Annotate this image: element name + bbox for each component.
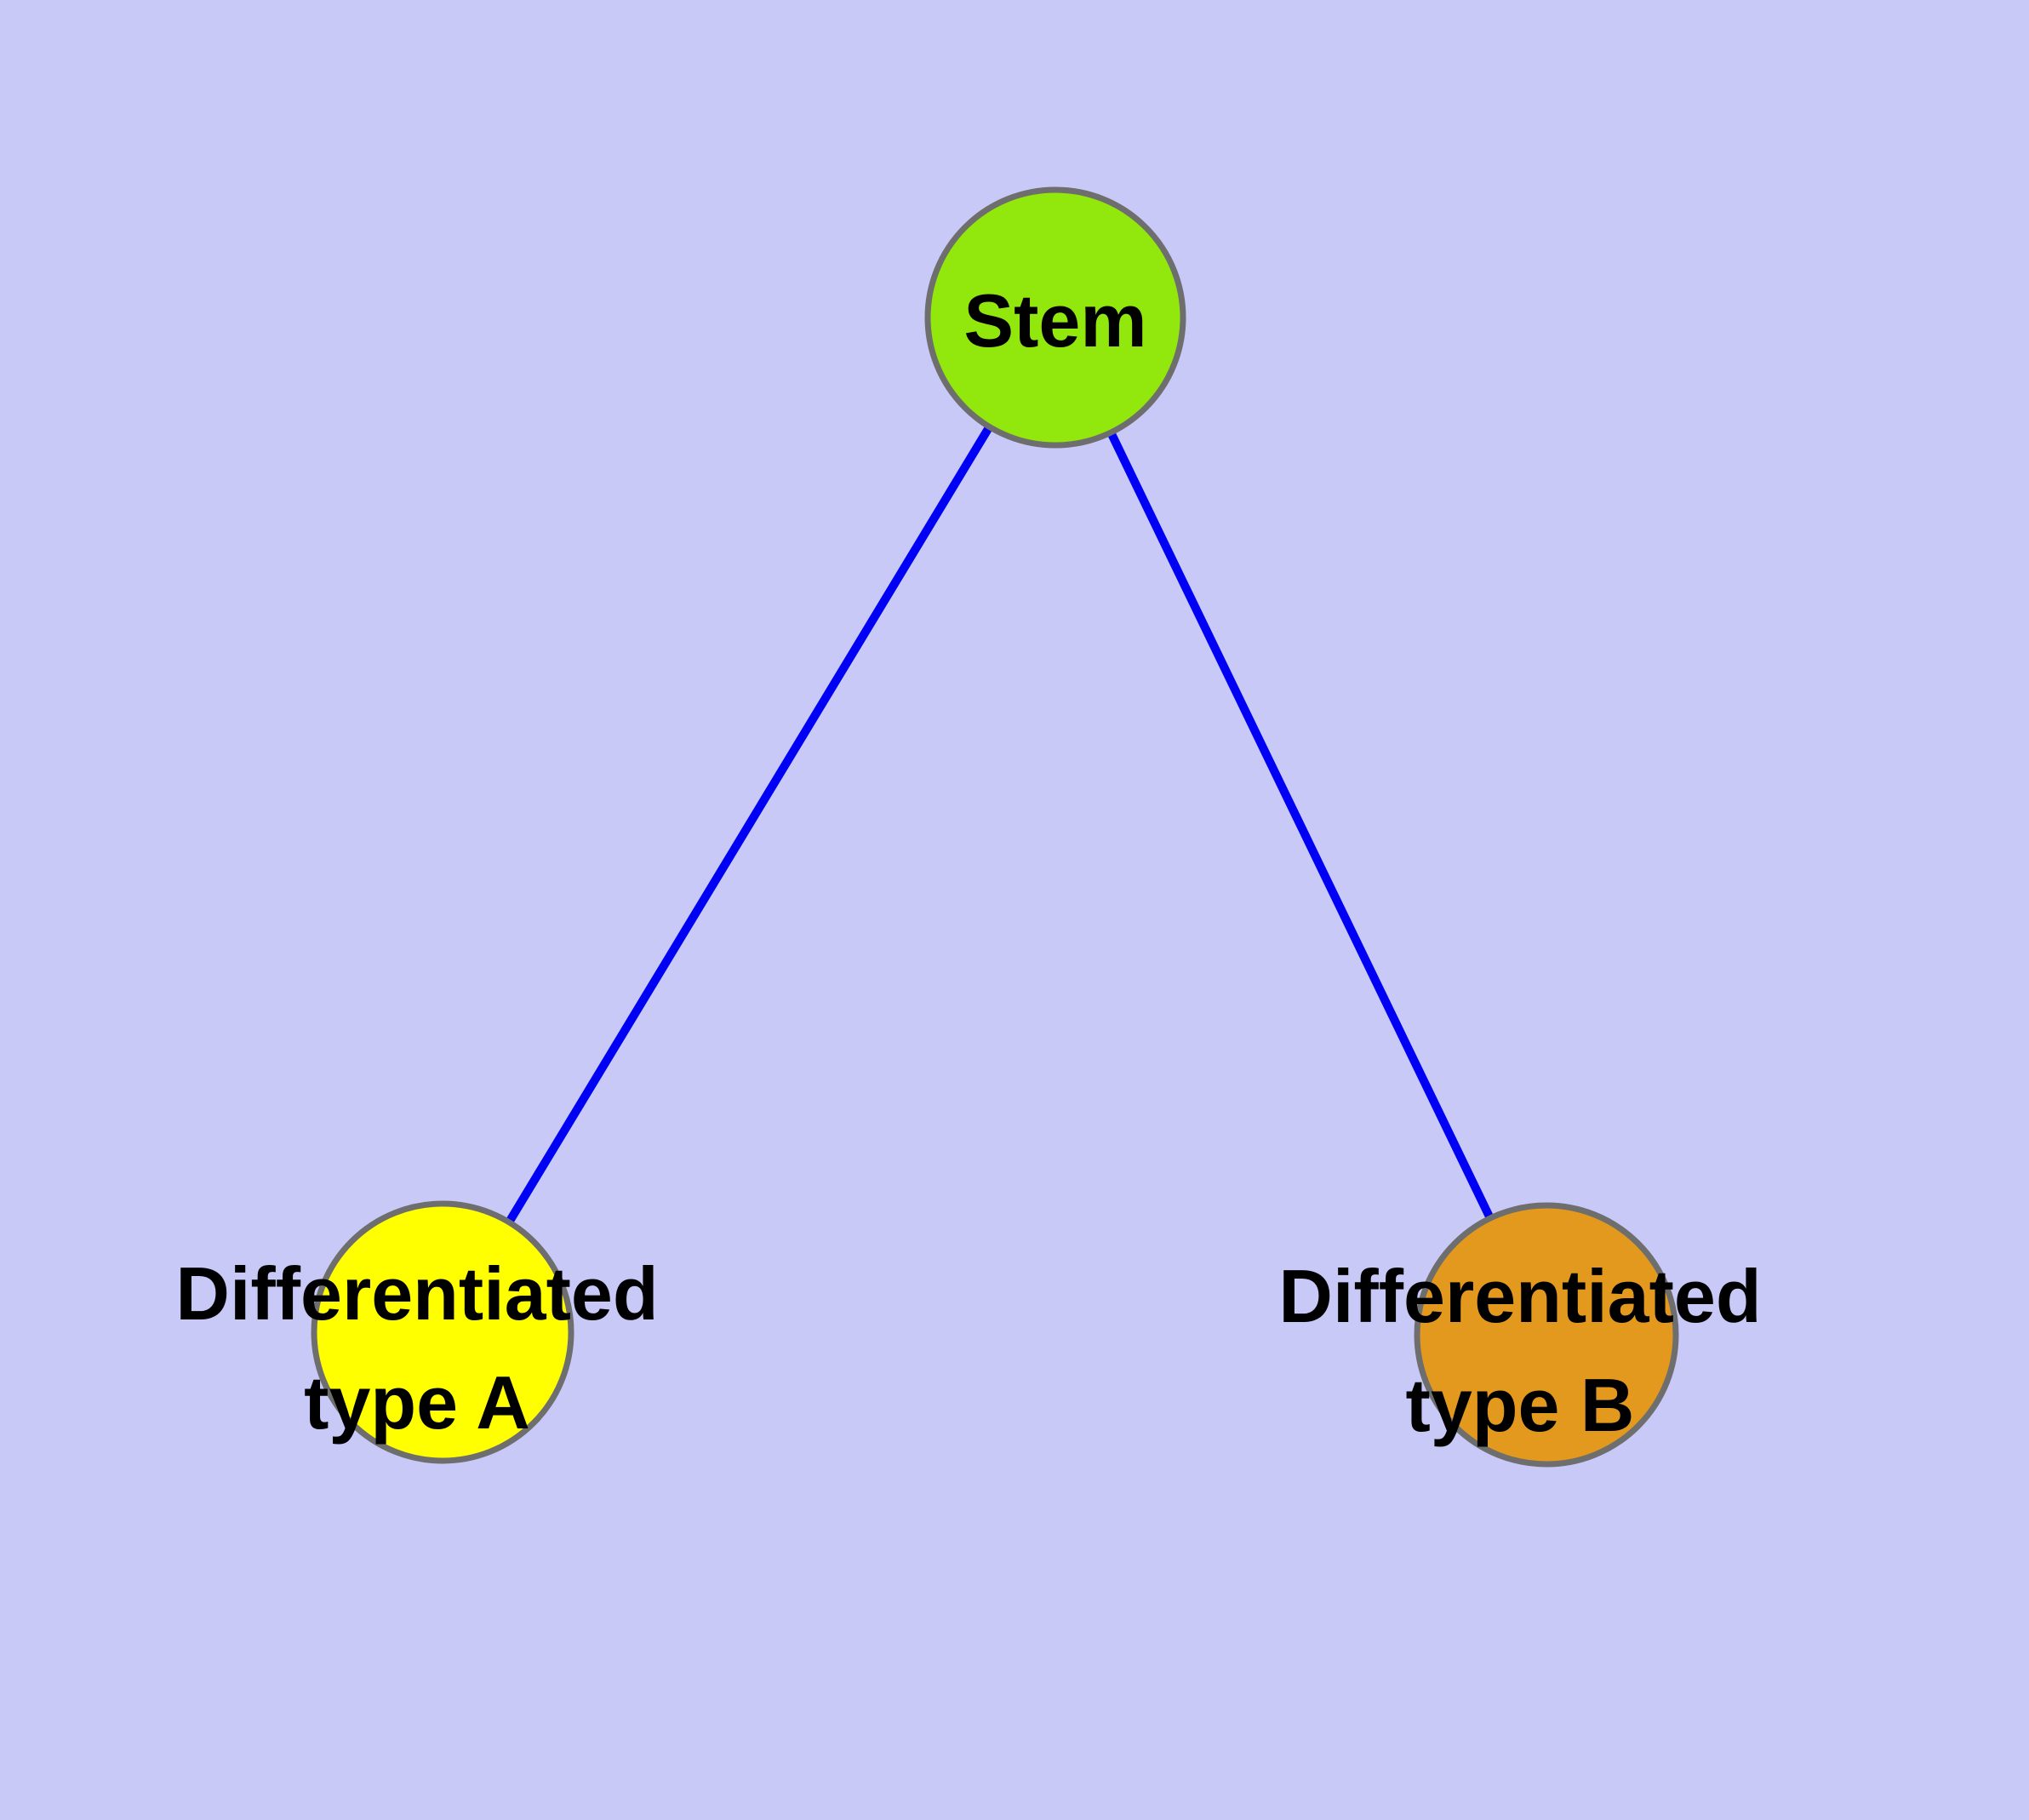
node-type-a: [311, 1200, 574, 1464]
node-type-a-label-line1: Differentiated: [175, 1251, 658, 1336]
node-type-b-label-line2: type B: [1406, 1363, 1635, 1447]
node-stem: [924, 186, 1186, 449]
node-stem-label: Stem: [963, 278, 1146, 363]
edge-stem-to-type-a: [438, 315, 1060, 1335]
node-type-b-label-line1: Differentiated: [1278, 1254, 1761, 1338]
node-type-a-label-line2: type A: [304, 1360, 530, 1445]
node-type-b: [1414, 1202, 1679, 1468]
edge-stem-to-type-b: [1051, 315, 1551, 1337]
